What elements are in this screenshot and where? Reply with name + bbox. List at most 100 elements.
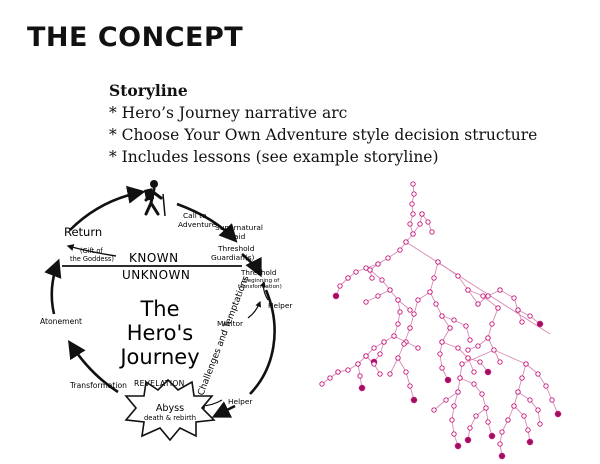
tree-node: [401, 341, 407, 347]
tree-node: [411, 191, 417, 197]
tree-node: [459, 361, 465, 367]
label-guardians-1: Threshold: [217, 244, 255, 253]
tree-node: [537, 421, 543, 427]
tree-node: [431, 407, 437, 413]
tree-end-node: [484, 368, 492, 376]
tree-edge: [461, 349, 495, 365]
tree-node: [485, 293, 491, 299]
tree-node: [363, 353, 369, 359]
tree-node: [499, 429, 505, 435]
tree-node: [427, 289, 433, 295]
tree-end-node: [454, 442, 462, 450]
tree-node: [410, 231, 416, 237]
tree-end-node: [536, 320, 544, 328]
tree-node: [379, 277, 385, 283]
tree-end-node: [332, 292, 340, 300]
label-gift-1: (Gift of: [80, 247, 103, 255]
tree-end-node: [464, 436, 472, 444]
tree-node: [407, 383, 413, 389]
label-helper-2: Helper: [228, 397, 253, 406]
gift-arrow: [66, 244, 117, 257]
label-threshold-3: transformation): [238, 284, 282, 290]
tree-node: [497, 287, 503, 293]
tree-edge: [437, 261, 459, 277]
tree-node: [410, 211, 416, 217]
mentor-arrow: [247, 300, 262, 319]
tree-node: [395, 321, 401, 327]
tree-node: [455, 273, 461, 279]
tree-node: [455, 389, 461, 395]
tree-node: [485, 419, 491, 425]
tree-node: [477, 359, 483, 365]
cycle-arc-transformation: [68, 339, 119, 394]
tree-node: [407, 221, 413, 227]
tree-node: [425, 219, 431, 225]
tree-node: [375, 261, 381, 267]
tree-node: [431, 275, 437, 281]
tree-node: [549, 397, 555, 403]
tree-node: [439, 339, 445, 345]
tree-edge: [467, 289, 484, 297]
tree-node: [447, 325, 453, 331]
tree-node: [409, 201, 415, 207]
tree-node: [515, 307, 521, 313]
tree-end-node: [410, 396, 418, 404]
tree-node: [535, 407, 541, 413]
storyline-heading: Storyline: [109, 81, 188, 100]
tree-node: [385, 255, 391, 261]
tree-node: [377, 371, 383, 377]
tree-node: [479, 391, 485, 397]
tree-node: [377, 351, 383, 357]
tree-node: [475, 343, 481, 349]
tree-node: [467, 425, 473, 431]
tree-edge: [499, 289, 515, 299]
tree-node: [497, 359, 503, 365]
tree-end-node: [358, 384, 366, 392]
tree-node: [391, 333, 397, 339]
tree-node: [411, 311, 417, 317]
tree-node: [451, 403, 457, 409]
tree-node: [417, 221, 423, 227]
tree-end-node: [444, 376, 452, 384]
tree-edge: [397, 357, 407, 373]
tree-edge: [441, 327, 451, 343]
tree-node: [451, 317, 457, 323]
label-call-1: Call to: [183, 211, 207, 220]
tree-node: [521, 413, 527, 419]
storyline-bullet-1: * Hero’s Journey narrative arc: [109, 104, 348, 122]
abyss-sublabel: death & rebirth: [144, 414, 196, 422]
cycle-arc-atonement: [44, 258, 62, 315]
label-transformation: Transformation: [69, 381, 127, 390]
tree-node: [505, 417, 511, 423]
tree-node: [535, 371, 541, 377]
tree-edge: [493, 349, 527, 365]
label-mentor: Mentor: [217, 319, 244, 328]
tree-node: [463, 323, 469, 329]
tree-end-node: [554, 410, 562, 418]
tree-edge: [441, 341, 459, 349]
tree-node: [475, 301, 481, 307]
tree-nodes: [319, 181, 562, 460]
tree-node: [371, 361, 377, 367]
tree-node: [397, 309, 403, 315]
tree-node: [467, 337, 473, 343]
tree-end-node: [498, 452, 506, 460]
label-gift-2: the Goddess): [70, 255, 114, 263]
cycle-arc-return: [69, 185, 146, 231]
storyline-section: Storyline * Hero’s Journey narrative arc…: [109, 80, 537, 168]
center-title-2: Hero's: [127, 321, 193, 345]
hiker-icon: [144, 180, 166, 217]
tree-node: [433, 301, 439, 307]
tree-node: [489, 321, 495, 327]
tree-node: [345, 275, 351, 281]
tree-edge: [405, 241, 551, 335]
tree-node: [471, 381, 477, 387]
revelation-label: REVELATION: [134, 379, 185, 388]
tree-node: [523, 361, 529, 367]
tree-node: [353, 269, 359, 275]
tree-node: [519, 319, 525, 325]
tree-edge: [467, 289, 479, 305]
tree-node: [363, 265, 369, 271]
tree-edge: [491, 307, 499, 325]
storyline-bullet-3: * Includes lessons (see example storylin…: [109, 148, 439, 166]
